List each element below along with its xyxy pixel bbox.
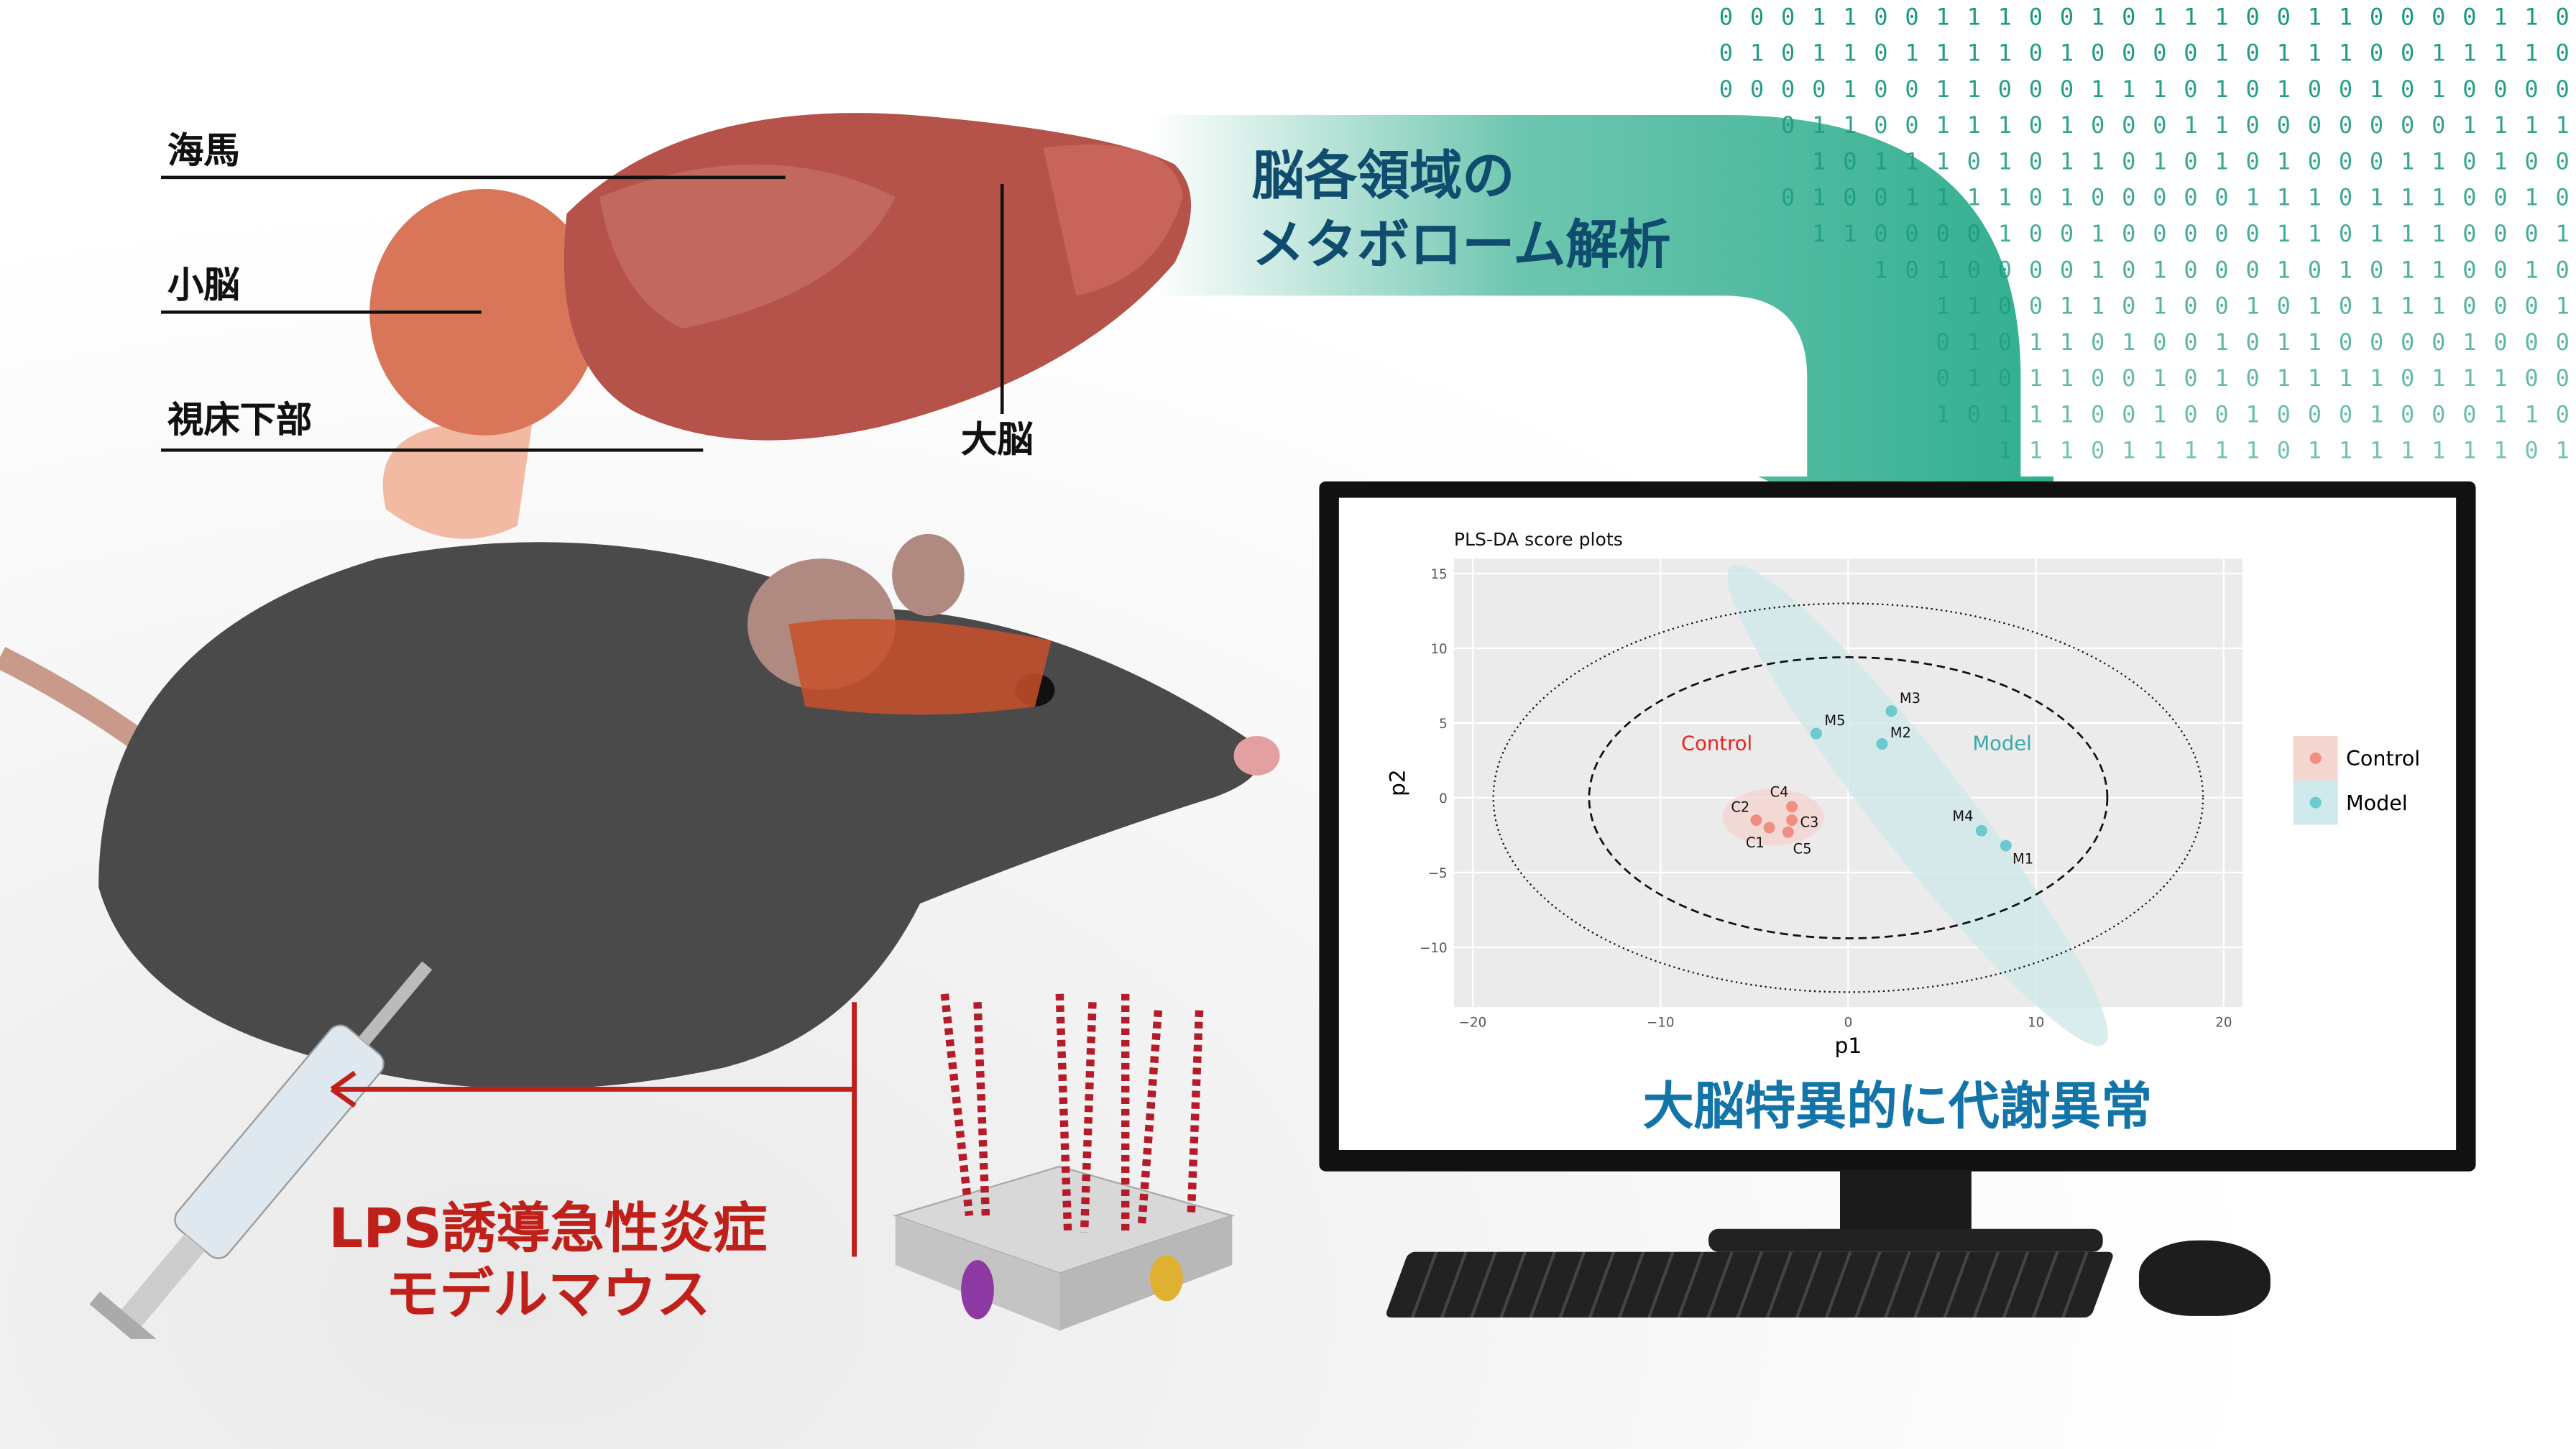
confidence-ellipse-dashed	[1588, 656, 2109, 939]
binary-row: 1 1 0 0 0 0 1 0 0 1 0 0 0 0 0 1 1 0 1 1 …	[1812, 221, 2572, 249]
leader-line-cerebrum	[1000, 183, 1003, 414]
legend-label-control: Control	[2346, 746, 2420, 770]
model-group-ellipse	[1727, 564, 2108, 1046]
point-label: M2	[1890, 724, 1911, 741]
y-tick-label: 15	[1430, 567, 1447, 582]
point-label: C5	[1793, 840, 1812, 857]
control-group-ellipse	[1722, 788, 1824, 846]
label-hippocampus: 海馬	[167, 131, 240, 172]
teal-arrow-icon	[1149, 114, 2054, 546]
confidence-ellipse-dotted	[1492, 602, 2204, 993]
binary-row: 0 1 1 0 0 1 1 1 0 1 0 0 0 1 1 0 0 0 0 0 …	[1780, 113, 2572, 140]
binary-row: 0 1 0 1 1 0 1 0 0 1 0 1 1 0 0 0 0 1 0 0 …	[1936, 330, 2572, 356]
label-hypothalamus: 視床下部	[167, 400, 313, 442]
point-label: C1	[1746, 834, 1765, 851]
binary-row: 0 0 0 0 1 0 0 1 1 0 0 0 1 1 1 0 1 0 1 0 …	[1719, 77, 2572, 104]
x-tick-label: −10	[1647, 1016, 1675, 1031]
binary-row: 1 1 0 0 1 1 0 1 0 0 1 0 1 0 1 1 1 0 0 0 …	[1936, 294, 2572, 321]
x-tick-label: 0	[1844, 1016, 1853, 1031]
y-tick-label: −10	[1420, 941, 1448, 956]
binary-digits-background: 0 0 0 1 1 0 0 1 1 1 0 0 1 0 1 1 1 0 0 1 …	[1701, 0, 2571, 477]
point-label: C4	[1770, 784, 1789, 801]
legend-label-model: Model	[2346, 791, 2408, 815]
data-point-C1	[1763, 822, 1775, 834]
data-point-M5	[1811, 727, 1823, 740]
headline-line2: メタボローム解析	[1251, 213, 1671, 276]
leader-line-hippocampus	[160, 175, 786, 178]
y-tick-label: −5	[1428, 866, 1448, 881]
keyboard	[1384, 1251, 2115, 1318]
monitor-stand	[1839, 1169, 1972, 1239]
headline-line1: 脳各領域の	[1251, 144, 1515, 207]
leader-line-hypothalamus	[160, 448, 704, 451]
group-label: Model	[1972, 732, 2031, 755]
point-label: C2	[1731, 799, 1749, 816]
label-cerebrum: 大脳	[961, 420, 1034, 462]
syringe-illustration	[89, 961, 433, 1339]
binary-row: 1 0 1 1 1 0 0 1 0 0 1 0 0 0 1 0 0 0 1 1 …	[1936, 402, 2572, 429]
label-cerebellum: 小脳	[167, 266, 240, 308]
y-tick-label: 0	[1439, 791, 1448, 806]
point-label: M4	[1952, 808, 1973, 824]
point-label: M5	[1824, 712, 1845, 729]
headline: 脳各領域の メタボローム解析	[1252, 142, 1671, 280]
data-point-C4	[1786, 801, 1798, 813]
binary-row: 0 1 0 0 1 1 1 1 0 1 0 0 0 0 0 1 1 1 0 1 …	[1780, 185, 2572, 212]
brain-illustration	[369, 113, 1192, 539]
x-tick-label: 10	[2028, 1016, 2044, 1031]
leader-line-cerebellum	[160, 310, 482, 313]
chart-title: PLS-DA score plots	[1454, 529, 1623, 550]
x-tick-label: −20	[1459, 1016, 1487, 1031]
point-label: M3	[1900, 690, 1920, 707]
data-point-M4	[1975, 824, 1987, 837]
y-tick-label: 10	[1430, 642, 1447, 657]
data-point-C5	[1782, 826, 1794, 838]
pls-da-chart: −20 −10 0 10 20 −10 −5 0 5 10 15 PLS-DA score plots…	[1385, 529, 2420, 1059]
legend-marker	[2309, 752, 2322, 764]
mouse-device	[2138, 1240, 2271, 1316]
binary-row: 0 0 0 1 1 0 0 1 1 1 0 0 1 0 1 1 1 0 0 1 …	[1719, 4, 2572, 32]
group-label: Control	[1681, 732, 1752, 755]
legend-marker	[2309, 796, 2322, 809]
point-label: C3	[1800, 814, 1818, 830]
data-point-M1	[2000, 840, 2012, 852]
model-label-line2: モデルマウス	[385, 1261, 711, 1326]
result-caption: 大脳特異的に代謝異常	[1642, 1077, 2153, 1137]
model-label-line1: LPS誘導急性炎症	[328, 1195, 768, 1261]
data-point-M3	[1885, 705, 1898, 717]
binary-row: 0 1 0 1 1 0 1 1 1 1 0 1 0 0 0 0 1 0 1 1 …	[1719, 41, 2572, 68]
red-arrow-connector	[330, 1002, 857, 1257]
data-point-C3	[1786, 814, 1798, 827]
model-label: LPS誘導急性炎症 モデルマウス	[328, 1196, 767, 1328]
x-tick-label: 20	[2215, 1016, 2232, 1031]
binary-row: 1 1 1 0 1 1 1 1 1 0 1 1 1 1 1 1 1 0 1	[1997, 438, 2572, 465]
binary-row: 0 1 0 1 1 0 0 1 0 1 0 1 1 1 1 0 1 1 1 0 …	[1936, 366, 2572, 393]
data-point-C2	[1750, 814, 1762, 827]
y-tick-label: 5	[1439, 717, 1448, 732]
data-point-M2	[1876, 738, 1888, 750]
point-label: M1	[2012, 851, 2033, 868]
y-axis-label: p2	[1385, 769, 1410, 796]
x-axis-label: p1	[1835, 1034, 1862, 1059]
binary-row: 1 0 1 1 1 0 1 0 1 1 0 1 0 1 0 1 0 0 0 1 …	[1812, 149, 2572, 176]
rat-illustration	[0, 533, 1280, 1090]
binary-row: 1 0 1 0 0 0 0 1 0 1 0 0 0 1 0 1 0 1 1 0 …	[1874, 257, 2572, 285]
monitor-base	[1708, 1228, 2103, 1252]
lps-membrane-illustration	[893, 993, 1236, 1331]
